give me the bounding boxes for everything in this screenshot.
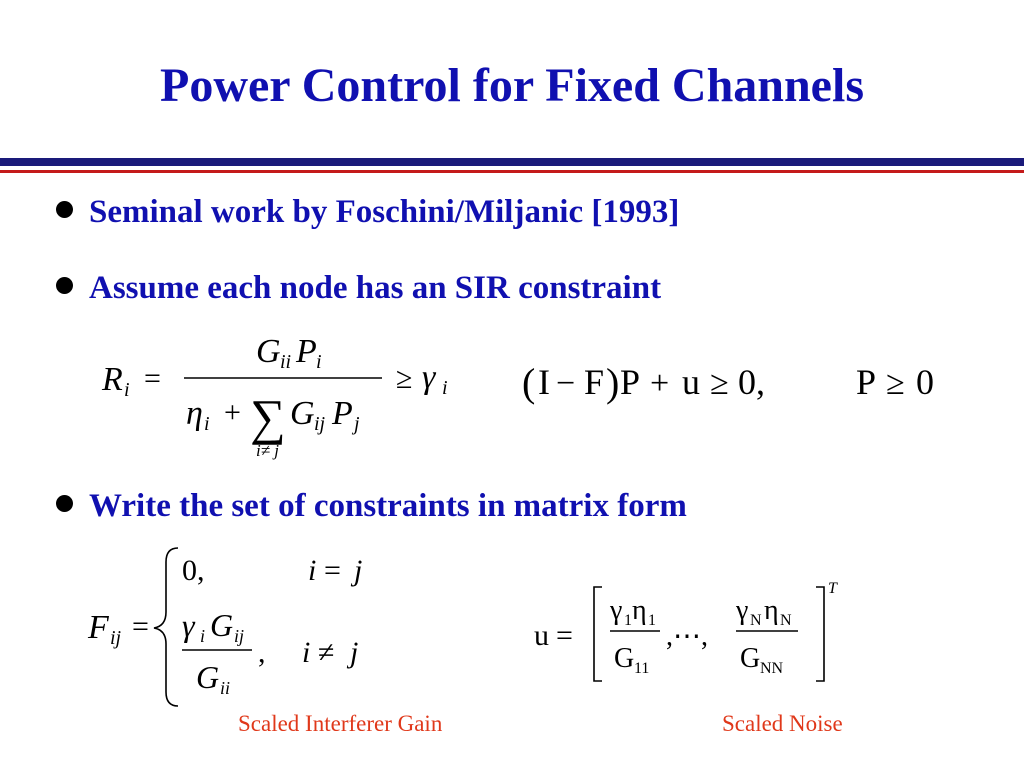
svg-text:i: i	[308, 554, 316, 587]
svg-text:=: =	[144, 362, 161, 395]
svg-text:ii: ii	[220, 678, 230, 698]
svg-text:u: u	[682, 362, 700, 402]
svg-text:i≠ j: i≠ j	[256, 441, 279, 460]
svg-text:R: R	[101, 361, 123, 398]
svg-text:+: +	[650, 365, 669, 402]
svg-text:P: P	[620, 362, 640, 402]
sir-equation: R i = G ii P i η i + ∑ i≠ j G ij P j ≥ γ…	[100, 330, 480, 470]
bullet-dot-icon	[56, 277, 73, 294]
svg-text:γ: γ	[735, 595, 748, 626]
matrix-inequality: ( I − F ) P + u ≥ 0, P ≥ 0	[520, 340, 970, 420]
svg-text:G: G	[256, 333, 281, 370]
bullet-item-1: Seminal work by Foschini/Miljanic [1993]	[56, 196, 679, 229]
svg-text:≥: ≥	[396, 362, 412, 395]
svg-text:ij: ij	[234, 626, 244, 646]
svg-text:1: 1	[624, 612, 632, 629]
svg-text:P: P	[295, 333, 317, 370]
svg-text:ii: ii	[280, 351, 291, 373]
svg-text:0,: 0,	[182, 554, 205, 587]
svg-text:F: F	[87, 609, 110, 646]
bullet-item-2: Assume each node has an SIR constraint	[56, 272, 661, 305]
svg-text:i: i	[204, 413, 210, 435]
svg-text:11: 11	[634, 660, 649, 677]
svg-text:i: i	[302, 636, 310, 669]
svg-text:N: N	[750, 612, 762, 629]
svg-text:): )	[606, 360, 619, 405]
caption-scaled-interferer-gain: Scaled Interferer Gain	[238, 711, 443, 736]
svg-text:N: N	[780, 612, 792, 629]
svg-text:i: i	[316, 351, 322, 373]
bullet-dot-icon	[56, 201, 73, 218]
svg-text:γ: γ	[182, 607, 196, 643]
header-rule-red	[0, 170, 1024, 173]
svg-text:+: +	[224, 396, 241, 429]
svg-text:T: T	[828, 580, 838, 597]
svg-text:,⋯,: ,⋯,	[666, 621, 708, 652]
svg-text:0,: 0,	[738, 362, 765, 402]
svg-text:j: j	[346, 636, 358, 669]
svg-text:G: G	[740, 643, 760, 674]
svg-text:i: i	[442, 377, 448, 399]
bullet-item-3: Write the set of constraints in matrix f…	[56, 490, 687, 523]
svg-text:ij: ij	[110, 627, 122, 649]
svg-text:P: P	[856, 362, 876, 402]
bullet-text-3: Write the set of constraints in matrix f…	[89, 488, 687, 524]
svg-text:1: 1	[648, 612, 656, 629]
svg-text:∑: ∑	[250, 389, 286, 445]
svg-text:j: j	[350, 554, 362, 587]
svg-text:(: (	[522, 360, 535, 405]
svg-text:≠: ≠	[318, 636, 334, 669]
bullet-dot-icon	[56, 495, 73, 512]
bullet-text-1: Seminal work by Foschini/Miljanic [1993]	[89, 194, 680, 230]
svg-text:u: u	[534, 619, 549, 652]
u-vector-definition: u = γ 1 η 1 G 11 ,⋯, γ N η N G NN T	[530, 575, 860, 690]
svg-text:=: =	[324, 554, 341, 587]
svg-text:i: i	[200, 626, 205, 646]
svg-text:I: I	[538, 362, 550, 402]
svg-text:,: ,	[258, 636, 266, 669]
slide-title: Power Control for Fixed Channels	[160, 59, 864, 112]
f-matrix-definition: F ij = 0, i = j γ i G ij G ii , i ≠ j	[86, 540, 406, 715]
header-rule-blue	[0, 158, 1024, 166]
svg-text:G: G	[210, 607, 233, 643]
svg-text:≥: ≥	[710, 365, 729, 402]
svg-text:η: η	[186, 395, 203, 432]
svg-text:NN: NN	[760, 660, 784, 677]
caption-scaled-noise: Scaled Noise	[722, 711, 843, 736]
svg-text:η: η	[764, 595, 779, 626]
svg-text:=: =	[132, 610, 149, 643]
svg-text:F: F	[584, 362, 604, 402]
svg-text:η: η	[632, 595, 647, 626]
svg-text:i: i	[124, 379, 130, 401]
svg-text:P: P	[331, 395, 353, 432]
svg-text:G: G	[290, 395, 315, 432]
svg-text:=: =	[556, 619, 573, 652]
bullet-text-2: Assume each node has an SIR constraint	[89, 270, 662, 306]
svg-text:γ: γ	[422, 359, 437, 396]
svg-text:γ: γ	[609, 595, 622, 626]
svg-text:G: G	[614, 643, 634, 674]
svg-text:≥: ≥	[886, 365, 905, 402]
svg-text:ij: ij	[314, 413, 326, 435]
svg-text:0: 0	[916, 362, 934, 402]
svg-text:G: G	[196, 659, 219, 695]
svg-text:−: −	[556, 365, 575, 402]
svg-text:j: j	[351, 413, 360, 435]
